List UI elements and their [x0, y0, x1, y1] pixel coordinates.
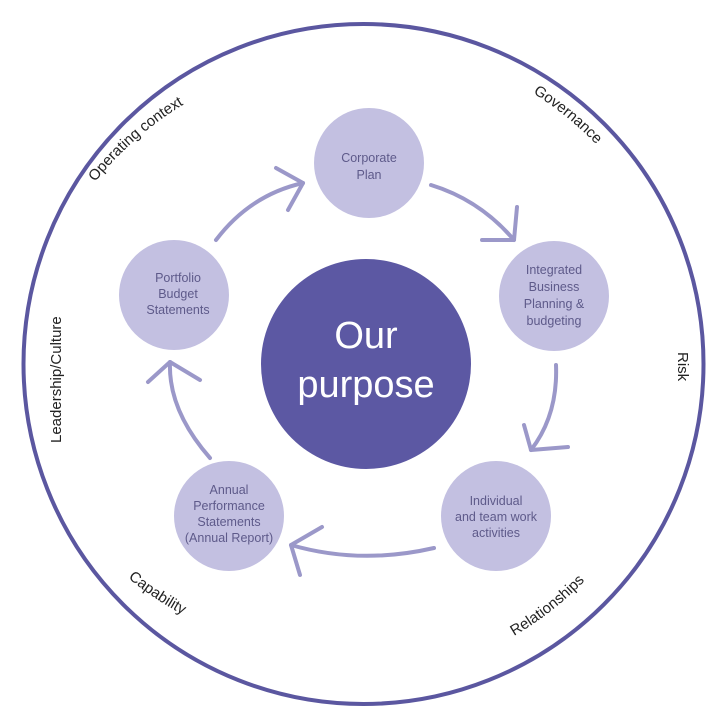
node-individual-team-work: Individual and team work activities — [441, 461, 551, 571]
arrow-annual-to-portfolio — [167, 360, 212, 460]
node-label-line: activities — [472, 526, 520, 540]
node-circle — [441, 461, 551, 571]
outer-ring — [21, 22, 706, 706]
arrowhead-corporate-to-integrated — [480, 205, 519, 242]
node-integrated-business-planning: Integrated Business Planning & budgeting — [499, 241, 609, 351]
arrow-integrated-to-individual — [529, 363, 559, 452]
arrowhead-individual-to-annual — [289, 525, 324, 577]
node-label-line: Budget — [158, 287, 198, 301]
node-label-line: Plan — [356, 168, 381, 182]
node-label-line: budgeting — [527, 314, 582, 328]
ring-label-capability: Capability — [125, 568, 189, 618]
arrowhead-integrated-to-individual — [522, 423, 570, 452]
node-label-line: Statements — [146, 303, 209, 317]
center-circle — [261, 259, 471, 469]
ring-label-operating-context: Operating context — [85, 93, 187, 185]
node-label-line: and team work — [455, 510, 538, 524]
node-circle — [314, 108, 424, 218]
node-label-line: Integrated — [526, 263, 582, 277]
node-circle — [174, 461, 284, 571]
arrowhead-portfolio-to-corporate — [274, 166, 305, 212]
ring-label-leadership-culture: Leadership/Culture — [48, 316, 65, 443]
node-label-line: Performance — [193, 499, 265, 513]
center-label-line2: purpose — [297, 364, 434, 406]
node-label-line: Planning & — [524, 297, 585, 311]
center-purpose: Our purpose — [261, 259, 471, 469]
arrow-portfolio-to-corporate — [214, 181, 305, 242]
node-circle — [119, 240, 229, 350]
node-label-line: Statements — [197, 515, 260, 529]
ring-label-capability-path: Capability — [125, 568, 189, 618]
node-corporate-plan: Corporate Plan — [314, 108, 424, 218]
node-annual-performance-statements: Annual Performance Statements (Annual Re… — [174, 461, 284, 571]
node-label-line: Corporate — [341, 151, 397, 165]
node-portfolio-budget-statements: Portfolio Budget Statements — [119, 240, 229, 350]
center-label-line1: Our — [334, 315, 398, 357]
node-label-line: Business — [529, 280, 580, 294]
node-label-line: (Annual Report) — [185, 531, 273, 545]
cycle-arrows — [146, 166, 570, 577]
ring-label-operating-context-path: Operating context — [85, 93, 187, 185]
node-label-line: Annual — [210, 483, 249, 497]
arrow-individual-to-annual — [289, 543, 436, 558]
ring-label-risk: Risk — [674, 352, 691, 382]
arrowhead-annual-to-portfolio — [146, 360, 202, 384]
arrow-corporate-to-integrated — [429, 183, 516, 242]
node-label-line: Individual — [470, 494, 523, 508]
node-label-line: Portfolio — [155, 271, 201, 285]
node-circle — [499, 241, 609, 351]
